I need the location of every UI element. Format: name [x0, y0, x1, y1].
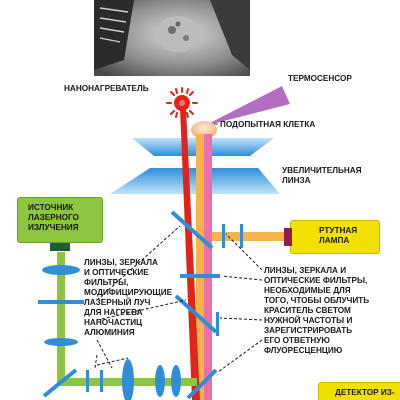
detector-box: ДЕТЕКТОР ИЗ-	[318, 382, 400, 400]
laser-optics-line-5: ЛАЗЕРНЫЙ ЛУЧ	[84, 298, 151, 307]
magnifying-lens-line-2: ЛИНЗА	[282, 176, 311, 185]
heating-beam	[180, 108, 200, 400]
nanoheater-icon	[166, 87, 198, 119]
magnifying-lens-line-1: УВЕЛИЧИТЕЛЬНАЯ	[282, 166, 362, 175]
laser-optics-line-8: АЛЮМИНИЯ	[84, 328, 135, 337]
lamp-optics-line-2: ОПТИЧЕСКИЕ ФИЛЬТРЫ,	[264, 276, 368, 285]
laser-source-port	[50, 243, 70, 251]
laser-optics-line-2: И ОПТИЧЕСКИЕ	[84, 268, 149, 277]
detector-label: ДЕТЕКТОР ИЗ-	[335, 388, 395, 397]
nanoheater-label: НАНОНАГРЕВАТЕЛЬ	[64, 84, 149, 93]
laser-source-box: ИСТОЧНИК ЛАЗЕРНОГО ИЗЛУЧЕНИЯ	[17, 197, 103, 243]
thermosensor-probe	[204, 86, 290, 126]
lamp-optics-line-6: НУЖНОЙ ЧАСТОТЫ И	[264, 316, 353, 325]
lamp-optics-line-9: ФЛУОРЕСЦЕНЦИЮ	[264, 346, 343, 355]
mercury-lamp-line-2: ЛАМПА	[319, 236, 350, 245]
lamp-optics-line-5: КРАСИТЕЛЬ СВЕТОМ	[264, 306, 351, 315]
magnifying-lens-label: УВЕЛИЧИТЕЛЬНАЯ ЛИНЗА	[282, 166, 362, 186]
lamp-beam	[196, 134, 205, 400]
fluorescence-beam	[204, 134, 212, 400]
lamp-optics	[170, 210, 243, 400]
laser-optics-label: ЛИНЗЫ, ЗЕРКАЛА И ОПТИЧЕСКИЕ ФИЛЬТРЫ, МОД…	[84, 258, 172, 338]
lamp-optics-line-8: ЕГО ОТВЕТНУЮ	[264, 336, 330, 345]
lamp-optics-line-3: НЕОБХОДИМЫЕ ДЛЯ	[264, 286, 351, 295]
mercury-lamp-line-1: РТУТНАЯ	[319, 226, 358, 235]
laser-optics	[38, 265, 181, 400]
lamp-optics-label: ЛИНЗЫ, ЗЕРКАЛА И ОПТИЧЕСКИЕ ФИЛЬТРЫ, НЕО…	[264, 266, 369, 356]
target-cell-label: ПОДОПЫТНАЯ КЛЕТКА	[220, 120, 316, 129]
laser-optics-line-4: МОДИФИЦИРУЮЩИЕ	[84, 288, 173, 297]
magnifying-lens-shape	[110, 168, 280, 194]
laser-optics-line-1: ЛИНЗЫ, ЗЕРКАЛА	[84, 258, 158, 267]
thermosensor-label: ТЕРМОСЕНСОР	[288, 74, 352, 83]
lamp-optics-line-7: ЗАРЕГИСТРИРОВАТЬ	[264, 326, 353, 335]
lamp-optics-line-4: ТОГО, ЧТОБЫ ОБЛУЧИТЬ	[264, 296, 370, 305]
mercury-lamp-box: РТУТНАЯ ЛАМПА	[290, 220, 380, 254]
mercury-lamp-port	[284, 228, 292, 246]
microscope-photo	[94, 0, 250, 76]
laser-optics-line-3: ФИЛЬТРЫ,	[84, 278, 129, 287]
laser-source-line-1: ИСТОЧНИК	[28, 203, 74, 212]
laser-optics-line-6: ДЛЯ НАГРЕВА	[84, 308, 143, 317]
laser-source-line-2: ЛАЗЕРНОГО	[28, 213, 79, 222]
laser-source-line-3: ИЗЛУЧЕНИЯ	[28, 223, 79, 232]
lamp-optics-line-1: ЛИНЗЫ, ЗЕРКАЛА И	[264, 266, 347, 275]
laser-optics-line-7: НАНОЧАСТИЦ	[84, 318, 143, 327]
leader-lines	[94, 225, 263, 373]
